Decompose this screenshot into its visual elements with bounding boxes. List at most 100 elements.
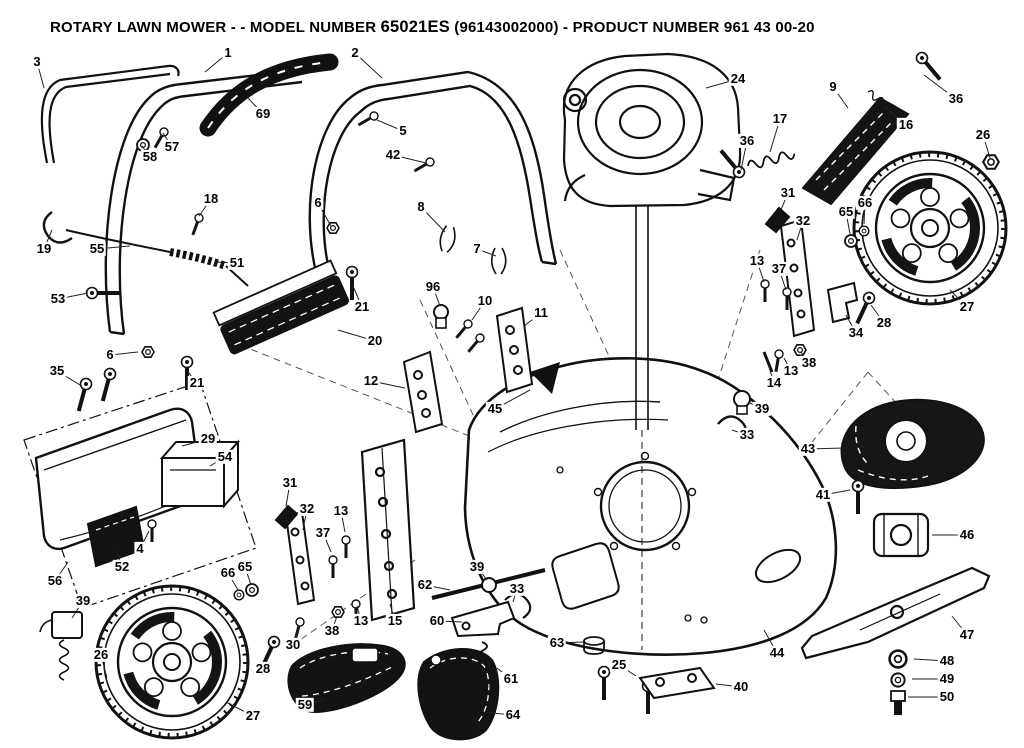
- part-number-45: 45: [485, 400, 505, 417]
- part-number-12: 12: [361, 372, 381, 389]
- rear-door-illustration: [801, 96, 910, 206]
- part-number-61: 61: [501, 670, 521, 687]
- part-number-59: 59: [295, 696, 315, 713]
- engine-illustration: [562, 52, 742, 208]
- part-number-4: 4: [134, 540, 146, 557]
- part-number-55: 55: [87, 240, 107, 257]
- part-number-18: 18: [201, 190, 221, 207]
- part-number-65: 65: [235, 558, 255, 575]
- blade-lockwasher-illustration: [890, 672, 906, 688]
- door-bolt-long-illustration: [912, 48, 947, 85]
- part-number-37: 37: [769, 260, 789, 277]
- part-number-53: 53: [48, 290, 68, 307]
- part-number-21: 21: [352, 298, 372, 315]
- part-number-38: 38: [322, 622, 342, 639]
- knob-illustration: [733, 390, 751, 415]
- part-number-39: 39: [467, 558, 487, 575]
- bag-screw-illustration: [146, 518, 158, 544]
- part-number-33: 33: [737, 426, 757, 443]
- part-number-27: 27: [957, 298, 977, 315]
- part-number-36: 36: [946, 90, 966, 107]
- part-number-13: 13: [747, 252, 767, 269]
- part-number-20: 20: [365, 332, 385, 349]
- tension-spring-illustration: [476, 641, 499, 700]
- part-number-19: 19: [34, 240, 54, 257]
- knob-bolt-illustration: [433, 304, 449, 329]
- part-number-6: 6: [104, 346, 116, 363]
- part-number-7: 7: [471, 240, 483, 257]
- part-number-26: 26: [973, 126, 993, 143]
- part-number-9: 9: [827, 78, 839, 95]
- part-number-28: 28: [253, 660, 273, 677]
- part-number-52: 52: [112, 558, 132, 575]
- part-number-48: 48: [937, 652, 957, 669]
- part-number-42: 42: [383, 146, 403, 163]
- starter-hook-illustration: [42, 211, 73, 244]
- part-number-8: 8: [415, 198, 427, 215]
- part-number-6: 6: [312, 194, 324, 211]
- part-number-43: 43: [798, 440, 818, 457]
- debris-switch-illustration: [39, 611, 83, 639]
- part-number-29: 29: [198, 430, 218, 447]
- page-title: ROTARY LAWN MOWER - - MODEL NUMBER 65021…: [50, 18, 815, 37]
- part-number-26: 26: [91, 646, 111, 663]
- part-number-69: 69: [253, 105, 273, 122]
- part-number-15: 15: [385, 612, 405, 629]
- part-number-41: 41: [813, 486, 833, 503]
- spring-coil-illustration: [169, 248, 228, 270]
- blade-illustration: [800, 566, 991, 660]
- spring-illustration: [58, 639, 70, 681]
- wedge-illustration: [530, 362, 560, 394]
- crankshaft-illustration: [635, 206, 649, 650]
- side-guard-illustration: [417, 647, 500, 741]
- part-number-66: 66: [218, 564, 238, 581]
- part-number-17: 17: [770, 110, 790, 127]
- part-number-38: 38: [799, 354, 819, 371]
- part-number-13: 13: [351, 612, 371, 629]
- part-number-21: 21: [187, 374, 207, 391]
- part-number-39: 39: [752, 400, 772, 417]
- left-wheel-illustration: [96, 586, 248, 738]
- part-number-30: 30: [283, 636, 303, 653]
- foam-grip-illustration: [199, 53, 339, 137]
- part-number-62: 62: [415, 576, 435, 593]
- door-spring-illustration: [745, 148, 797, 172]
- part-number-33: 33: [507, 580, 527, 597]
- part-number-36: 36: [737, 132, 757, 149]
- part-number-27: 27: [243, 707, 263, 724]
- plug-illustration: [583, 636, 605, 655]
- handle-bracket-plate-illustration: [402, 306, 534, 434]
- handle-mount-channel-illustration: [212, 259, 349, 355]
- part-number-25: 25: [609, 656, 629, 673]
- part-number-2: 2: [349, 44, 361, 61]
- part-number-10: 10: [475, 292, 495, 309]
- part-number-54: 54: [215, 448, 235, 465]
- hex-nut-illustration: [982, 154, 1000, 170]
- part-number-13: 13: [781, 362, 801, 379]
- handle-bail-illustration: [40, 64, 180, 164]
- handle-bracket-illustration: [360, 438, 416, 622]
- upper-handle-illustration: [104, 68, 303, 336]
- part-number-3: 3: [31, 53, 43, 70]
- part-number-51: 51: [227, 254, 247, 271]
- part-number-34: 34: [846, 324, 866, 341]
- part-number-11: 11: [532, 304, 550, 321]
- part-number-60: 60: [427, 612, 447, 629]
- part-number-13: 13: [331, 502, 351, 519]
- handle-fasteners-illustration: [71, 109, 507, 415]
- cover-bolt-illustration: [850, 478, 866, 516]
- cable-illustration: [65, 229, 171, 253]
- part-number-50: 50: [937, 688, 957, 705]
- part-number-65: 65: [836, 203, 856, 220]
- title-prefix: ROTARY LAWN MOWER - - MODEL NUMBER: [50, 19, 377, 36]
- title-suffix: (96143002000) - PRODUCT NUMBER 961 43 00…: [454, 19, 815, 36]
- part-number-35: 35: [47, 362, 67, 379]
- part-number-56: 56: [45, 572, 65, 589]
- part-number-24: 24: [728, 70, 748, 87]
- part-number-66: 66: [855, 194, 875, 211]
- part-number-47: 47: [957, 626, 977, 643]
- part-number-37: 37: [313, 524, 333, 541]
- part-number-16: 16: [896, 116, 916, 133]
- part-number-31: 31: [778, 184, 798, 201]
